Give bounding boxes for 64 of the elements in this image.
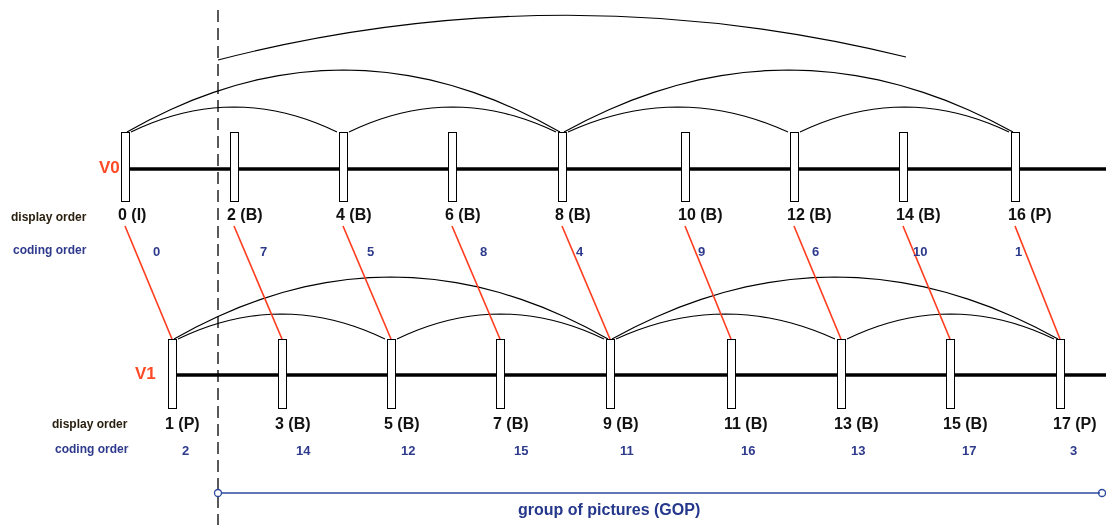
reference-arc	[615, 313, 836, 340]
coding-order-number: 10	[913, 244, 928, 259]
display-order-label: 4 (B)	[336, 206, 372, 224]
reference-arc	[567, 106, 789, 133]
display-order-label: 5 (B)	[384, 415, 420, 433]
dimension-label: group of pictures (GOP)	[518, 501, 701, 519]
display-order-label: 1 (P)	[165, 415, 200, 433]
inter-view-line	[1014, 225, 1061, 340]
coding-order-number: 11	[620, 443, 634, 458]
inter-view-line	[561, 225, 611, 340]
coding-order-number: 15	[514, 443, 529, 458]
row-label: coding order	[13, 243, 87, 257]
view-label: V1	[135, 364, 156, 384]
display-order-label: 0 (I)	[118, 206, 147, 224]
view-label: V0	[99, 158, 120, 178]
reference-arc	[348, 106, 557, 133]
coding-order-number: 6	[812, 244, 820, 259]
display-order-label: 12 (B)	[787, 206, 832, 224]
display-order-label: 11 (B)	[724, 415, 768, 433]
display-order-label: 16 (P)	[1008, 206, 1052, 224]
reference-arc	[177, 313, 386, 340]
display-order-label: 9 (B)	[603, 415, 639, 433]
row-label: display order	[52, 417, 128, 431]
display-order-label: 14 (B)	[896, 206, 941, 224]
display-order-label: 15 (B)	[943, 415, 988, 433]
inter-view-line	[124, 225, 173, 340]
coding-order-number: 8	[480, 244, 488, 259]
inter-view-line	[451, 225, 501, 340]
reference-arc	[126, 69, 561, 133]
reference-arc	[846, 313, 1055, 340]
coding-order-number: 7	[260, 244, 268, 259]
display-order-label: 3 (B)	[275, 415, 311, 433]
reference-arc	[799, 106, 1010, 133]
coding-order-number: 16	[741, 443, 756, 458]
display-order-label: 10 (B)	[678, 206, 723, 224]
coding-order-number: 17	[962, 443, 977, 458]
display-order-label: 17 (P)	[1053, 415, 1097, 433]
coding-order-number: 13	[851, 443, 866, 458]
reference-arc	[173, 276, 609, 340]
row-label: display order	[11, 210, 87, 224]
coding-order-number: 0	[153, 244, 161, 259]
coding-order-number: 3	[1070, 443, 1078, 458]
inter-view-line	[342, 225, 392, 340]
display-order-label: 6 (B)	[445, 206, 481, 224]
reference-arc	[611, 276, 1059, 340]
coding-order-number: 1	[1015, 244, 1023, 259]
coding-order-number: 14	[296, 443, 311, 458]
display-order-label: 7 (B)	[493, 415, 529, 433]
display-order-label: 2 (B)	[227, 206, 263, 224]
inter-view-line	[233, 225, 283, 340]
coding-order-number: 4	[576, 244, 584, 259]
inter-view-line	[902, 225, 951, 340]
coding-order-number: 9	[698, 244, 706, 259]
reference-arc	[563, 69, 1014, 133]
coding-order-number: 2	[182, 443, 190, 458]
row-label: coding order	[55, 442, 129, 456]
coding-order-number: 12	[401, 443, 416, 458]
reference-arc	[130, 106, 338, 133]
display-order-label: 13 (B)	[834, 415, 879, 433]
inter-view-line	[684, 225, 732, 340]
coding-order-number: 5	[367, 244, 375, 259]
inter-view-line	[793, 225, 842, 340]
reference-arc	[396, 313, 605, 340]
display-order-label: 8 (B)	[555, 206, 591, 224]
